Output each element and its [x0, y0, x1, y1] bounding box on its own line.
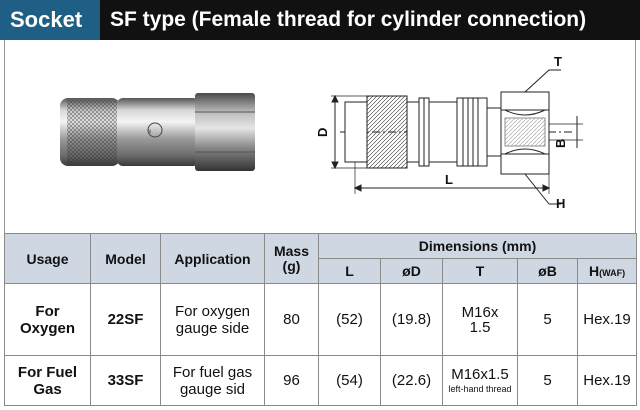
- dim-label-t: T: [554, 54, 562, 69]
- cell-h: Hex.19: [576, 355, 638, 406]
- cell-usage: For Fuel Gas: [4, 355, 91, 406]
- header-model: Model: [90, 233, 161, 284]
- header-application: Application: [160, 233, 265, 284]
- cell-h: Hex.19: [576, 283, 638, 356]
- header-mass-label: Mass: [273, 242, 310, 259]
- cell-l: (52): [318, 283, 381, 356]
- product-figure: ☓: [4, 40, 636, 233]
- dim-label-l: L: [445, 172, 453, 187]
- dim-label-h: H: [556, 196, 565, 211]
- cell-application: For fuel gas gauge sid: [160, 355, 265, 406]
- svg-text:☓: ☓: [148, 129, 152, 136]
- section-tag: Socket: [0, 0, 100, 40]
- cell-l: (54): [318, 355, 381, 406]
- cell-t: M16x 1.5: [442, 283, 518, 356]
- cell-mass: 80: [264, 283, 319, 356]
- cell-t-line2: 1.5: [469, 318, 491, 336]
- table-row: For Fuel Gas 33SF For fuel gas gauge sid…: [4, 355, 638, 406]
- cell-t-line1: M16x: [461, 303, 499, 321]
- header-d: øD: [380, 258, 443, 284]
- cell-b: 5: [517, 283, 578, 356]
- figure-svg: ☓: [60, 54, 583, 211]
- header-mass: Mass (g): [264, 233, 319, 284]
- header-b: øB: [517, 258, 578, 284]
- cell-t-note: left-hand thread: [448, 384, 512, 394]
- dim-label-d: D: [315, 128, 330, 137]
- section-header: Socket SF type (Female thread for cylind…: [0, 0, 640, 40]
- cell-usage: For Oxygen: [4, 283, 91, 356]
- header-h: H(WAF): [576, 258, 638, 284]
- spec-table: Usage Model Application Mass (g) Dimensi…: [4, 233, 638, 406]
- header-dimensions: Dimensions (mm): [317, 233, 638, 259]
- cell-model: 22SF: [90, 283, 161, 356]
- header-usage: Usage: [4, 233, 91, 284]
- cell-t: M16x1.5 left-hand thread: [442, 355, 518, 406]
- cell-t-line1: M16x1.5: [451, 366, 509, 383]
- cell-b: 5: [517, 355, 578, 406]
- product-photo: ☓: [60, 93, 255, 171]
- technical-drawing: [331, 69, 583, 205]
- section-title: SF type (Female thread for cylinder conn…: [100, 0, 640, 40]
- cell-d: (19.8): [380, 283, 443, 356]
- cell-model: 33SF: [90, 355, 161, 406]
- header-mass-unit: (g): [282, 257, 301, 274]
- table-row: For Oxygen 22SF For oxygen gauge side 80…: [4, 283, 638, 356]
- cell-d: (22.6): [380, 355, 443, 406]
- header-t: T: [442, 258, 518, 284]
- header-l: L: [318, 258, 381, 284]
- cell-application: For oxygen gauge side: [160, 283, 265, 356]
- header-h-label: H: [588, 263, 600, 279]
- cell-mass: 96: [264, 355, 319, 406]
- dim-label-b: B: [553, 139, 568, 148]
- header-h-unit: (WAF): [599, 268, 626, 278]
